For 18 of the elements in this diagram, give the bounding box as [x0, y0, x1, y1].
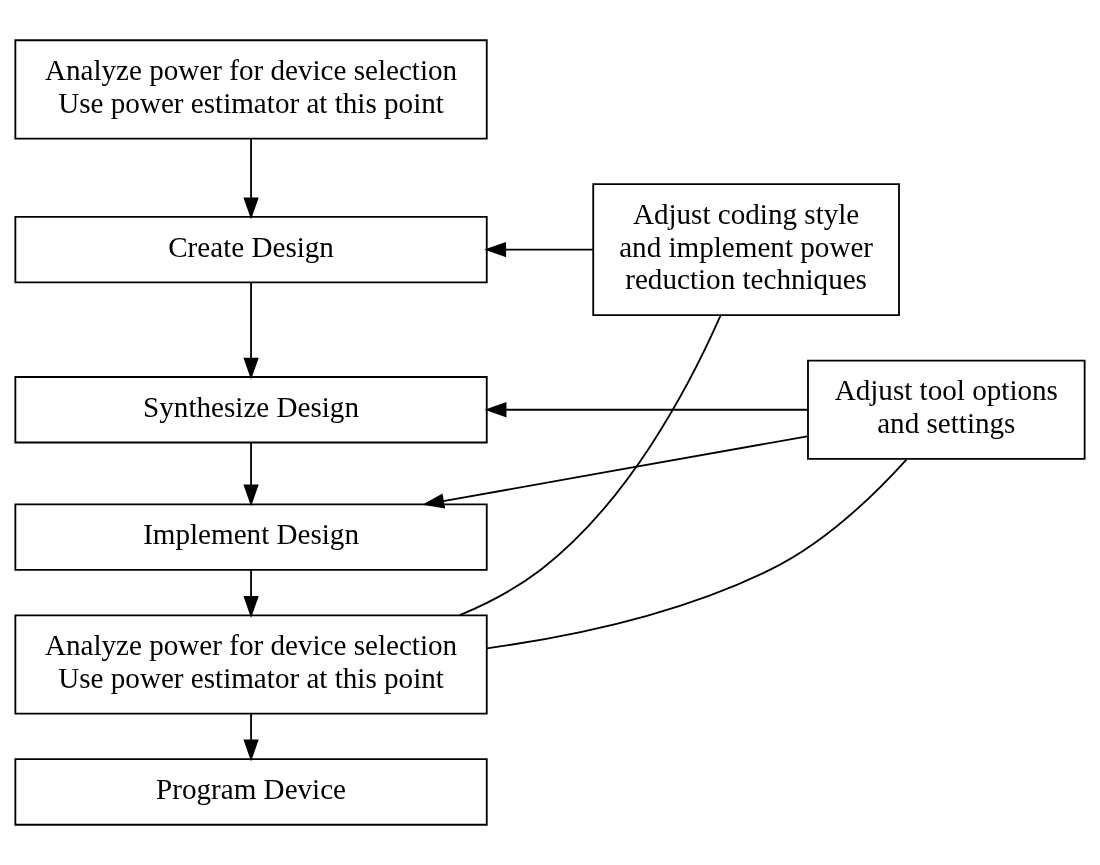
arrow — [243, 138, 259, 220]
node-box: Analyze power for device selection Use power estimator at this point — [14, 39, 488, 140]
arrow — [243, 712, 259, 762]
node-box: Program Device — [14, 758, 488, 826]
connector — [485, 458, 908, 650]
node-box: Analyze power for device selection Use power estimator at this point — [14, 614, 488, 715]
arrow — [243, 441, 259, 507]
arrow — [484, 241, 594, 258]
node-box: Synthesize Design — [14, 376, 488, 444]
node-box: Adjust tool options and settings — [807, 359, 1086, 460]
arrow — [484, 402, 809, 418]
arrow — [422, 435, 809, 509]
node-box: Create Design — [14, 215, 488, 284]
arrow — [243, 569, 259, 618]
connector — [458, 314, 722, 617]
node-box: Adjust coding style and implement power reduction techniques — [592, 183, 900, 317]
arrow — [243, 282, 259, 380]
node-box: Implement Design — [14, 503, 488, 571]
